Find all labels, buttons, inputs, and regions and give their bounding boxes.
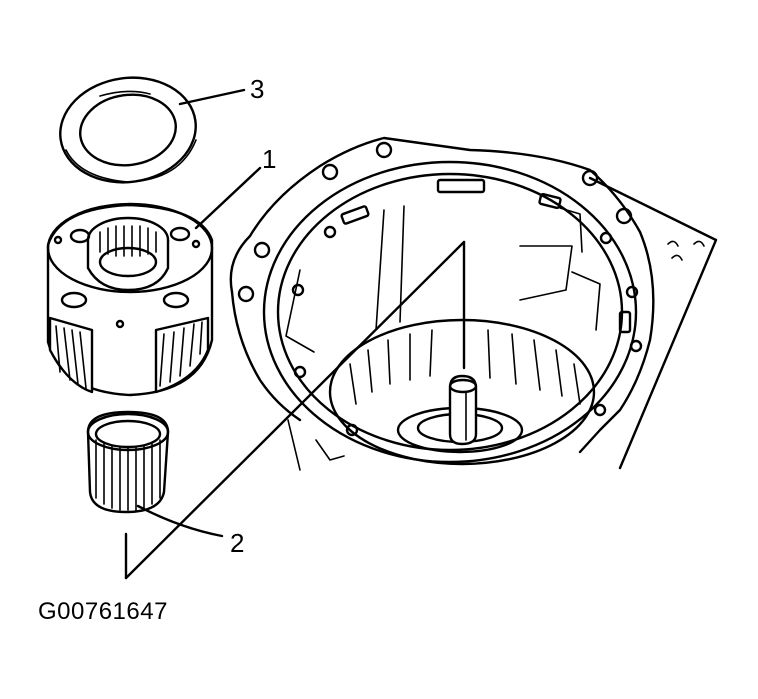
planetary-carrier-part-1 (46, 202, 214, 397)
callout-1: 1 (262, 144, 276, 174)
leader-lines (124, 88, 466, 580)
leader-line-1 (194, 166, 262, 230)
callout-2: 2 (230, 528, 244, 558)
alignment-line-diagonal (124, 240, 466, 580)
figure-code: G00761647 (38, 598, 168, 625)
callout-3: 3 (250, 74, 264, 104)
transmission-case (229, 136, 718, 471)
needle-bearing-part-2 (86, 410, 170, 514)
leader-line-3 (178, 88, 246, 106)
leader-line-2 (136, 504, 224, 538)
thrust-washer-part-3 (59, 76, 197, 184)
